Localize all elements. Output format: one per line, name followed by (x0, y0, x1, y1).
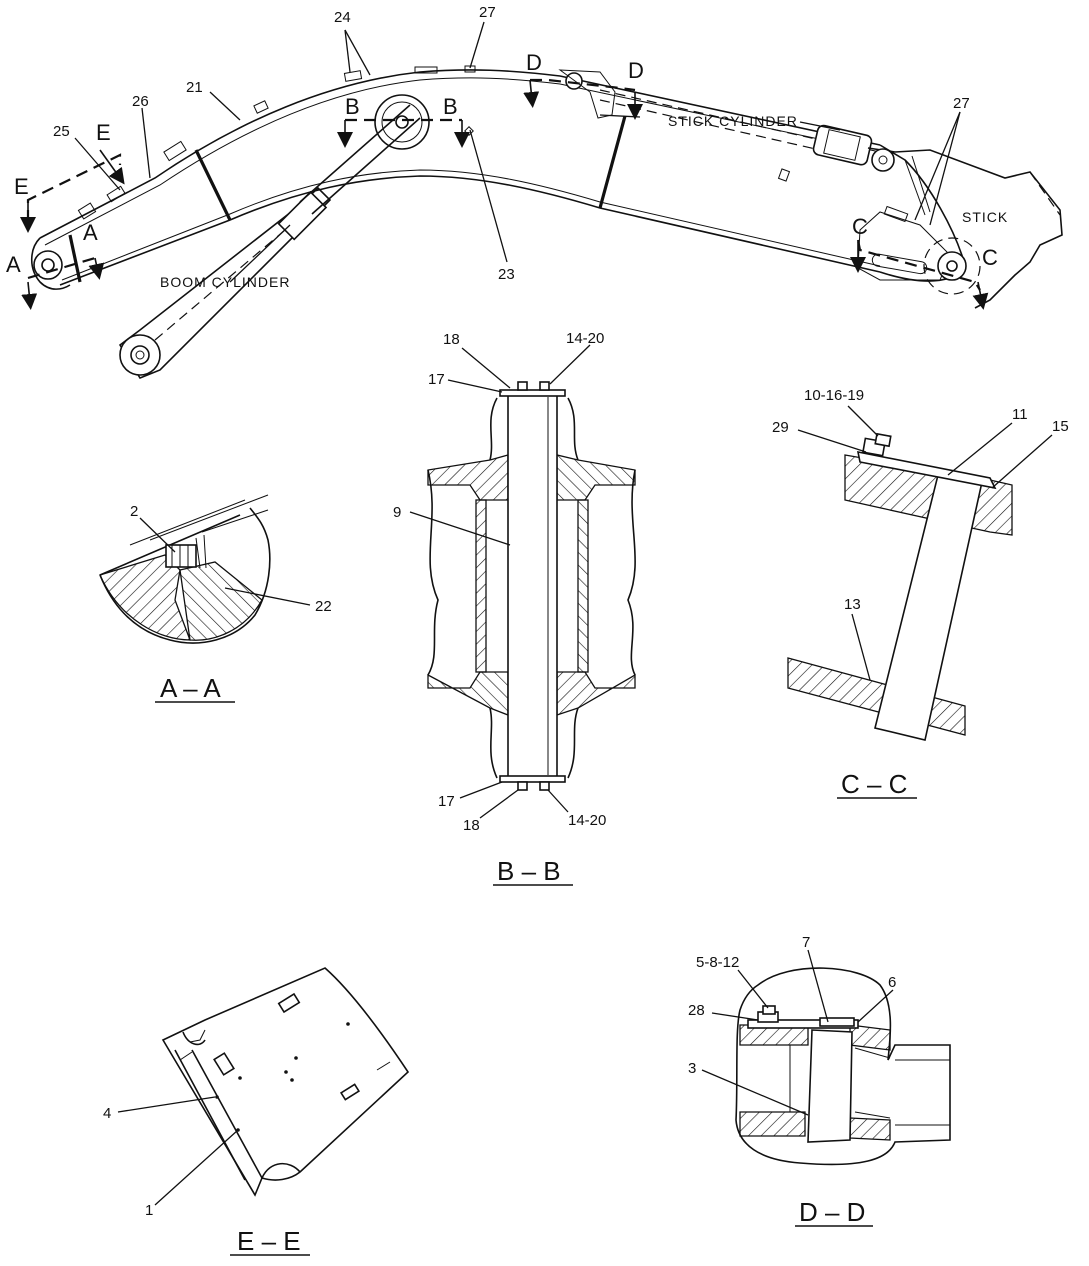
view-bb (409, 344, 636, 886)
boom-upper-edge-inner (44, 77, 881, 246)
label-23: 23 (498, 266, 515, 283)
cc-title: C – C (841, 769, 907, 799)
section-e-left: E (14, 174, 29, 199)
dd-label-6: 6 (888, 974, 896, 991)
bb-label-14-20-bottom: 14-20 (568, 812, 606, 829)
cc-label-15: 15 (1052, 418, 1069, 435)
bulkhead-3 (68, 234, 82, 283)
aa-label-2: 2 (130, 503, 138, 520)
aa-title: A – A (160, 673, 221, 703)
bulkhead-1 (194, 149, 232, 221)
boom-cyl-pin-center (395, 115, 409, 129)
boom-cylinder (118, 104, 421, 379)
ee-label-4: 4 (103, 1105, 111, 1122)
view-ee (117, 967, 410, 1256)
nose-pin-inner (946, 260, 958, 272)
section-cuts (20, 78, 989, 310)
label-27-right: 27 (953, 95, 970, 112)
dd-label-7: 7 (802, 934, 810, 951)
aa-label-22: 22 (315, 598, 332, 615)
dd-label-5-8-12: 5-8-12 (696, 954, 739, 971)
view-dd (701, 949, 951, 1227)
boom-cyl-pin-disc-inner (381, 101, 423, 143)
label-25: 25 (53, 123, 70, 140)
bb-title: B – B (497, 856, 561, 886)
section-a-right: A (83, 220, 98, 245)
foot-pin-inner (41, 258, 55, 272)
boom-foot (30, 237, 71, 290)
boom-upper-edge (39, 69, 881, 239)
label-21: 21 (186, 79, 203, 96)
bulkhead-2 (598, 115, 627, 209)
view-aa (99, 494, 311, 703)
section-d-left: D (526, 50, 542, 75)
bb-label-17-bottom: 17 (438, 793, 455, 810)
label-24: 24 (334, 9, 351, 26)
bb-label-18-bottom: 18 (463, 817, 480, 834)
cc-label-11: 11 (1012, 406, 1028, 423)
section-c-left: C (852, 214, 868, 239)
section-e-right: E (96, 120, 111, 145)
dd-title: D – D (799, 1197, 865, 1227)
boom-cylinder-label: BOOM CYLINDER (160, 274, 290, 290)
dd-label-28: 28 (688, 1002, 705, 1019)
main-leaders (74, 21, 961, 283)
cc-label-13: 13 (844, 596, 861, 613)
bb-label-9: 9 (393, 504, 401, 521)
stick (894, 149, 1063, 309)
cc-label-29: 29 (772, 419, 789, 436)
bb-label-17-top: 17 (428, 371, 445, 388)
view-cc (787, 405, 1053, 799)
boom-lower-edge-inner (61, 169, 881, 281)
section-b-right: B (443, 94, 458, 119)
ee-label-1: 1 (145, 1202, 153, 1219)
nose-pin-dashed (923, 237, 981, 295)
bb-label-18-top: 18 (443, 331, 460, 348)
section-d-right: D (628, 58, 644, 83)
cc-label-10-16-19: 10-16-19 (804, 387, 864, 404)
dd-label-3: 3 (688, 1060, 696, 1077)
top-fittings (77, 65, 909, 223)
section-b-left: B (345, 94, 360, 119)
boom-lower-edge (59, 175, 881, 286)
section-c-right: C (982, 245, 998, 270)
stick-label: STICK (962, 209, 1008, 225)
stick-cylinder-label: STICK CYLINDER (668, 113, 798, 129)
label-26: 26 (132, 93, 149, 110)
stick-cyl-pin (565, 72, 583, 90)
label-27-top: 27 (479, 4, 496, 21)
section-a-left: A (6, 252, 21, 277)
bb-label-14-20-top: 14-20 (566, 330, 604, 347)
ee-title: E – E (237, 1226, 301, 1256)
